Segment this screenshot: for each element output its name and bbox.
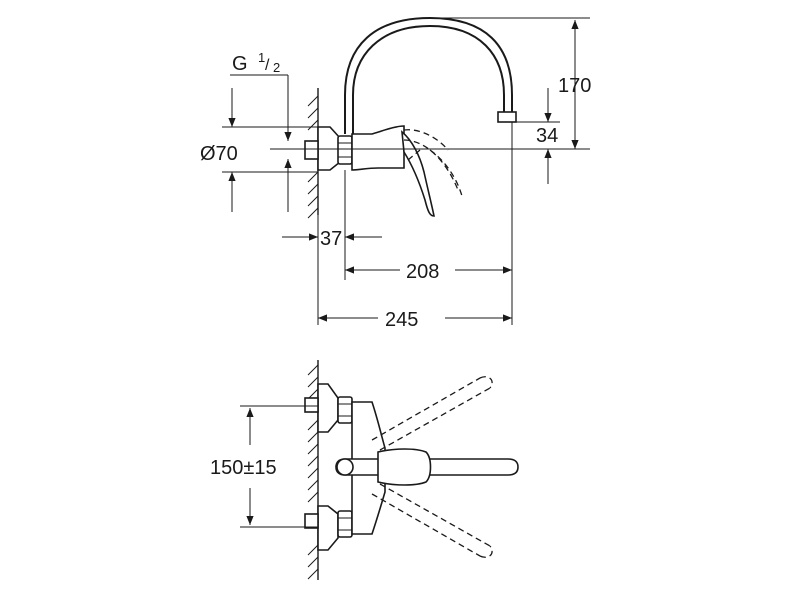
centers-label: 150±15 bbox=[210, 457, 277, 479]
height-label: 170 bbox=[558, 75, 591, 97]
rosette-top-upper bbox=[317, 383, 339, 433]
outlet-height-label: 34 bbox=[536, 125, 558, 147]
side-view: Ø70 G 1 / 2 170 34 37 208 bbox=[200, 16, 591, 331]
nut-top-upper bbox=[337, 396, 353, 424]
thread-label: G bbox=[232, 53, 248, 75]
thread-den: 2 bbox=[273, 60, 280, 75]
lever-side bbox=[401, 130, 435, 217]
wall-top bbox=[307, 360, 319, 580]
spout-side bbox=[344, 16, 513, 134]
lever-top bbox=[377, 448, 432, 486]
aerator-side bbox=[497, 111, 517, 123]
nut-side bbox=[337, 135, 353, 165]
nut-top-lower bbox=[337, 510, 353, 538]
total-reach-label: 245 bbox=[385, 309, 418, 331]
spout-reach-label: 208 bbox=[406, 261, 439, 283]
thread-num: 1 bbox=[258, 50, 265, 65]
top-view: 150±15 bbox=[210, 360, 519, 580]
mixer-body-side bbox=[351, 125, 405, 171]
wall-offset-label: 37 bbox=[320, 228, 342, 250]
rosette-top-lower bbox=[317, 505, 339, 551]
svg-text:/: / bbox=[265, 57, 270, 74]
diameter-label: Ø70 bbox=[200, 143, 238, 165]
